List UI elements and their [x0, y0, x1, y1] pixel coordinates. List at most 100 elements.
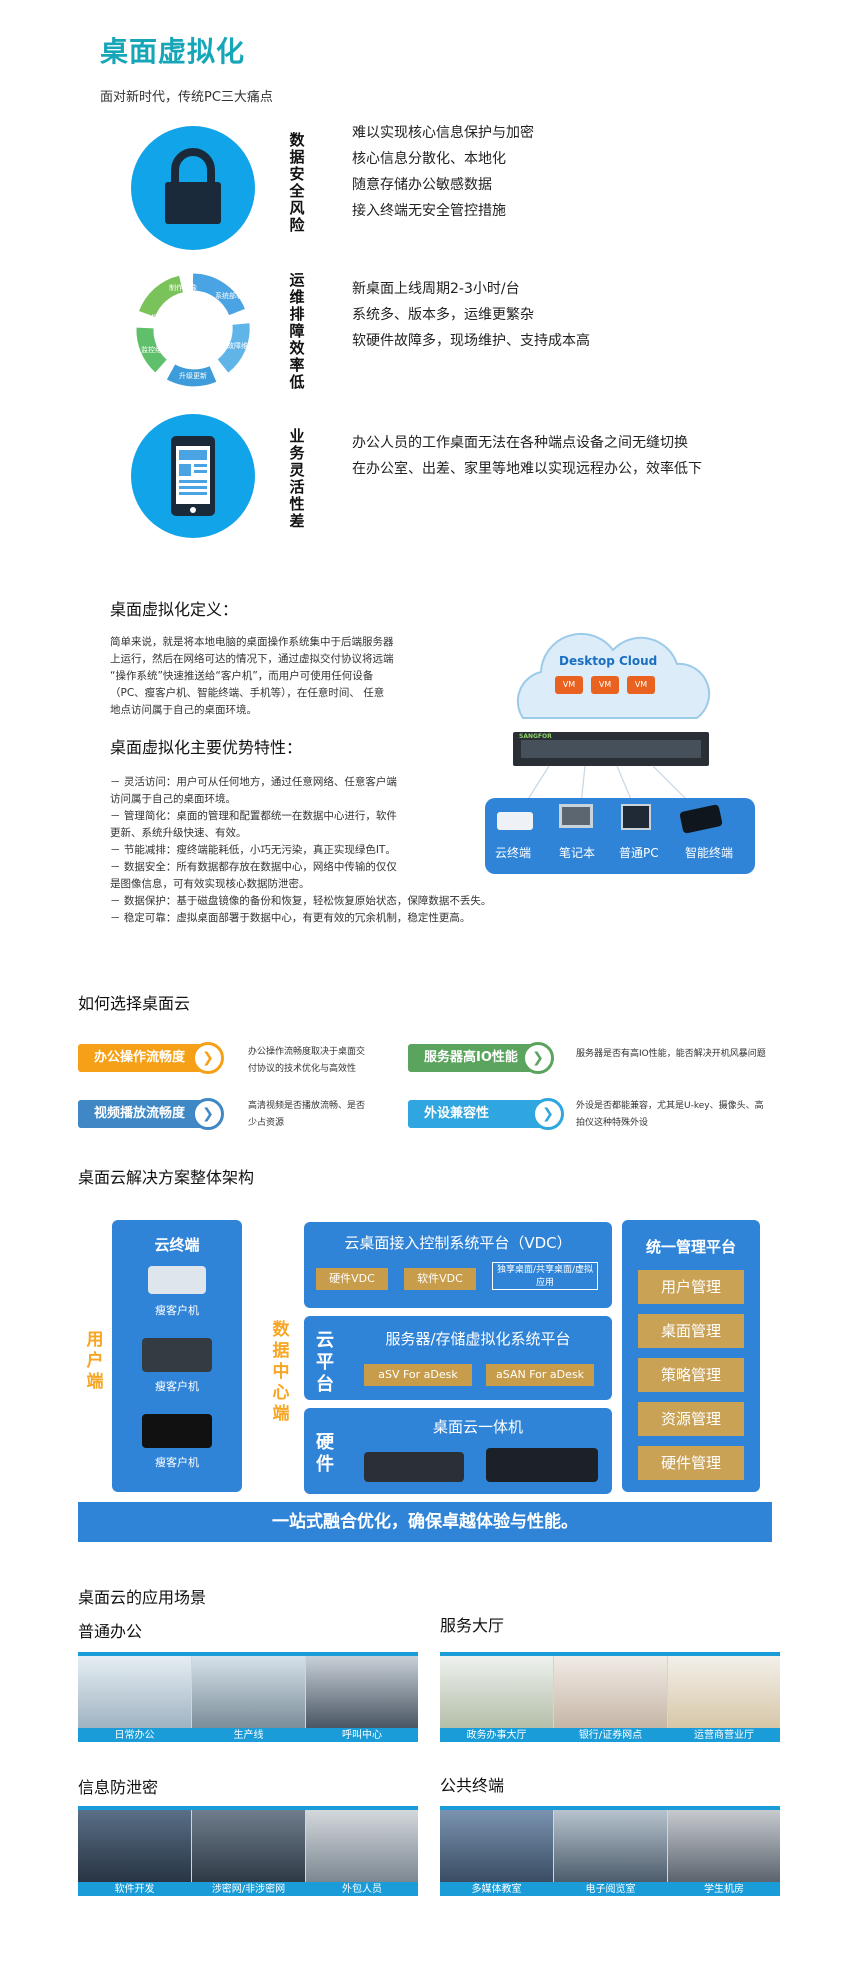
- definition-line: “操作系统”快速推送给“客户机”，而用户可使用任何设备: [110, 670, 374, 682]
- scene-caption: 学生机房: [704, 1884, 744, 1895]
- choose-item-desc: 外设是否都能兼容，尤其是U-key、摄像头、高 拍仪这种特殊外设: [576, 1098, 764, 1132]
- choose-item-label: 办公操作流畅度: [94, 1050, 186, 1065]
- smart-terminal-icon: [679, 804, 723, 834]
- desc-line: 高清视频是否播放流畅、是否: [248, 1101, 366, 1111]
- pain-label-security: 数据安全风险: [289, 131, 305, 234]
- pain-item: 软硬件故障多，现场维护、支持成本高: [352, 333, 590, 349]
- thin-client-device: [142, 1414, 212, 1448]
- thin-client-device: [142, 1338, 212, 1372]
- phone-icon: [131, 414, 255, 538]
- choose-item-video: 视频播放流畅度 ❯: [78, 1098, 224, 1130]
- desc-line: 少占资源: [248, 1118, 285, 1128]
- cycle-icon: 系统部署 故障维修 升级更新 监控维护 硬件报废 制作镜像: [131, 268, 255, 392]
- scene-photo: [668, 1810, 780, 1882]
- advantage-line: － 稳定可靠：虚拟桌面部署于数据中心，有更有效的冗余机制，稳定性更高。: [110, 912, 471, 924]
- hardware-title: 桌面云一体机: [432, 1418, 523, 1436]
- scene-caption: 多媒体教室: [471, 1884, 522, 1895]
- definition-line: 简单来说，就是将本地电脑的桌面操作系统集中于后端服务器: [110, 636, 394, 648]
- vm-box: VM: [555, 676, 583, 694]
- scene-strip-public: 多媒体教室 电子阅览室 学生机房: [440, 1806, 780, 1896]
- chevron-right-icon: ❯: [522, 1042, 554, 1074]
- management-panel: 统一管理平台 用户管理 桌面管理 策略管理 资源管理 硬件管理: [622, 1220, 760, 1492]
- cloud-platform-panel: 云平台 服务器/存储虚拟化系统平台 aSV For aDesk aSAN For…: [304, 1316, 612, 1400]
- desc-line: 外设是否都能兼容，尤其是U-key、摄像头、高: [576, 1101, 764, 1111]
- pain-list-flex: 办公人员的工作桌面无法在各种端点设备之间无缝切换 在办公室、出差、家里等地难以实…: [352, 430, 702, 482]
- desktop-cloud-diagram: Desktop Cloud VM VM VM SANGFOR 云终端 笔记本 普…: [485, 608, 755, 878]
- cloud-label: Desktop Cloud: [559, 654, 658, 668]
- cycle-label: 制作镜像: [169, 283, 197, 292]
- management-item: 用户管理: [638, 1270, 744, 1304]
- scene-caption: 日常办公: [114, 1730, 155, 1741]
- terminal-panel: 云终端 瘦客户机 瘦客户机 瘦客户机: [112, 1220, 242, 1492]
- advantage-line: － 灵活访问：用户可从任何地方，通过任意网络、任意客户端: [110, 776, 397, 788]
- scene-photo: [554, 1656, 667, 1728]
- scene-strip-hall: 政务办事大厅 银行/证券网点 运营商营业厅: [440, 1652, 780, 1742]
- advantage-line: 访问属于自己的桌面环境。: [110, 793, 236, 805]
- device-caption: 瘦客户机: [155, 1380, 199, 1393]
- scene-title: 公共终端: [440, 1776, 505, 1795]
- advantage-line: 是图像信息，可有效实现核心数据防泄密。: [110, 878, 310, 890]
- desc-line: 服务器是否有高IO性能，能否解决开机风暴问题: [576, 1049, 766, 1059]
- vdc-tag: 独享桌面/共享桌面/虚拟应用: [492, 1262, 598, 1290]
- cycle-label: 硬件报废: [137, 313, 165, 322]
- choose-item-office: 办公操作流畅度 ❯: [78, 1042, 224, 1074]
- vdc-title: 云桌面接入控制系统平台（VDC）: [344, 1234, 572, 1252]
- management-item: 桌面管理: [638, 1314, 744, 1348]
- advantage-line: － 数据安全：所有数据都存放在数据中心，网络中传输的仅仅: [110, 861, 397, 873]
- scene-photo: [306, 1656, 418, 1728]
- architecture-banner: 一站式融合优化，确保卓越体验与性能。: [78, 1502, 772, 1542]
- caption-bar: [78, 1882, 418, 1896]
- scene-photo: [554, 1810, 667, 1882]
- scene-photo: [192, 1810, 305, 1882]
- vm-box: VM: [627, 676, 655, 694]
- device-panel: 云终端 笔记本 普通PC 智能终端: [485, 798, 755, 874]
- advantage-line: 更新、系统升级快速、有效。: [110, 827, 247, 839]
- scene-strip-security: 软件开发 涉密网/非涉密网 外包人员: [78, 1806, 418, 1896]
- pain-item: 在办公室、出差、家里等地难以实现远程办公，效率低下: [352, 461, 702, 477]
- scene-caption: 外包人员: [342, 1884, 382, 1895]
- platform-tag: aSV For aDesk: [364, 1364, 472, 1386]
- choose-item-desc: 办公操作流畅度取决于桌面交 付协议的技术优化与高效性: [248, 1044, 365, 1078]
- management-item: 资源管理: [638, 1402, 744, 1436]
- advantages-text: － 灵活访问：用户可从任何地方，通过任意网络、任意客户端 访问属于自己的桌面环境…: [110, 774, 550, 927]
- server-brand: SANGFOR: [519, 733, 552, 740]
- choose-item-desc: 高清视频是否播放流畅、是否 少占资源: [248, 1098, 365, 1132]
- scene-caption: 软件开发: [114, 1884, 155, 1895]
- pain-label-flex: 业务灵活性差: [289, 427, 305, 530]
- definition-heading: 桌面虚拟化定义：: [110, 600, 239, 619]
- chevron-right-icon: ❯: [192, 1098, 224, 1130]
- desc-line: 拍仪这种特殊外设: [576, 1118, 649, 1128]
- scene-title: 信息防泄密: [78, 1778, 159, 1797]
- choose-heading: 如何选择桌面云: [78, 994, 191, 1013]
- hardware-side: 硬件: [316, 1432, 334, 1475]
- caption-bar: [440, 1882, 780, 1896]
- scene-photo: [668, 1656, 780, 1728]
- scene-caption: 呼叫中心: [342, 1730, 382, 1741]
- choose-item-label: 视频播放流畅度: [94, 1106, 186, 1121]
- scene-caption: 电子阅览室: [585, 1884, 636, 1895]
- advantages-heading: 桌面虚拟化主要优势特性：: [110, 738, 303, 757]
- choose-item-peripheral: 外设兼容性 ❯: [408, 1098, 564, 1130]
- management-item: 硬件管理: [638, 1446, 744, 1480]
- server-device: [364, 1452, 464, 1482]
- advantage-line: － 节能减排：瘦终端能耗低，小巧无污染，真正实现绿色IT。: [110, 844, 396, 856]
- hardware-panel: 硬件 桌面云一体机: [304, 1408, 612, 1494]
- advantage-line: － 数据保护：基于磁盘镜像的备份和恢复，轻松恢复原始状态，保障数据不丢失。: [110, 895, 492, 907]
- desc-line: 付协议的技术优化与高效性: [248, 1064, 357, 1074]
- device-label: 云终端: [495, 846, 532, 860]
- chevron-right-icon: ❯: [192, 1042, 224, 1074]
- architecture-heading: 桌面云解决方案整体架构: [78, 1168, 255, 1187]
- vdc-tag: 软件VDC: [404, 1268, 476, 1290]
- cycle-label: 系统部署: [215, 291, 243, 300]
- scene-photo: [78, 1656, 191, 1728]
- cloud-platform-side: 云平台: [316, 1330, 334, 1395]
- device-label: 笔记本: [559, 846, 596, 860]
- scene-strip-office: 日常办公 生产线 呼叫中心: [78, 1652, 418, 1742]
- chevron-right-icon: ❯: [532, 1098, 564, 1130]
- management-title: 统一管理平台: [645, 1238, 736, 1256]
- caption-bar: [78, 1728, 418, 1742]
- laptop-icon: [559, 804, 593, 828]
- vdc-tag: 硬件VDC: [316, 1268, 388, 1290]
- vdc-panel: 云桌面接入控制系统平台（VDC） 硬件VDC 软件VDC 独享桌面/共享桌面/虚…: [304, 1222, 612, 1308]
- thin-client-icon: [497, 812, 533, 830]
